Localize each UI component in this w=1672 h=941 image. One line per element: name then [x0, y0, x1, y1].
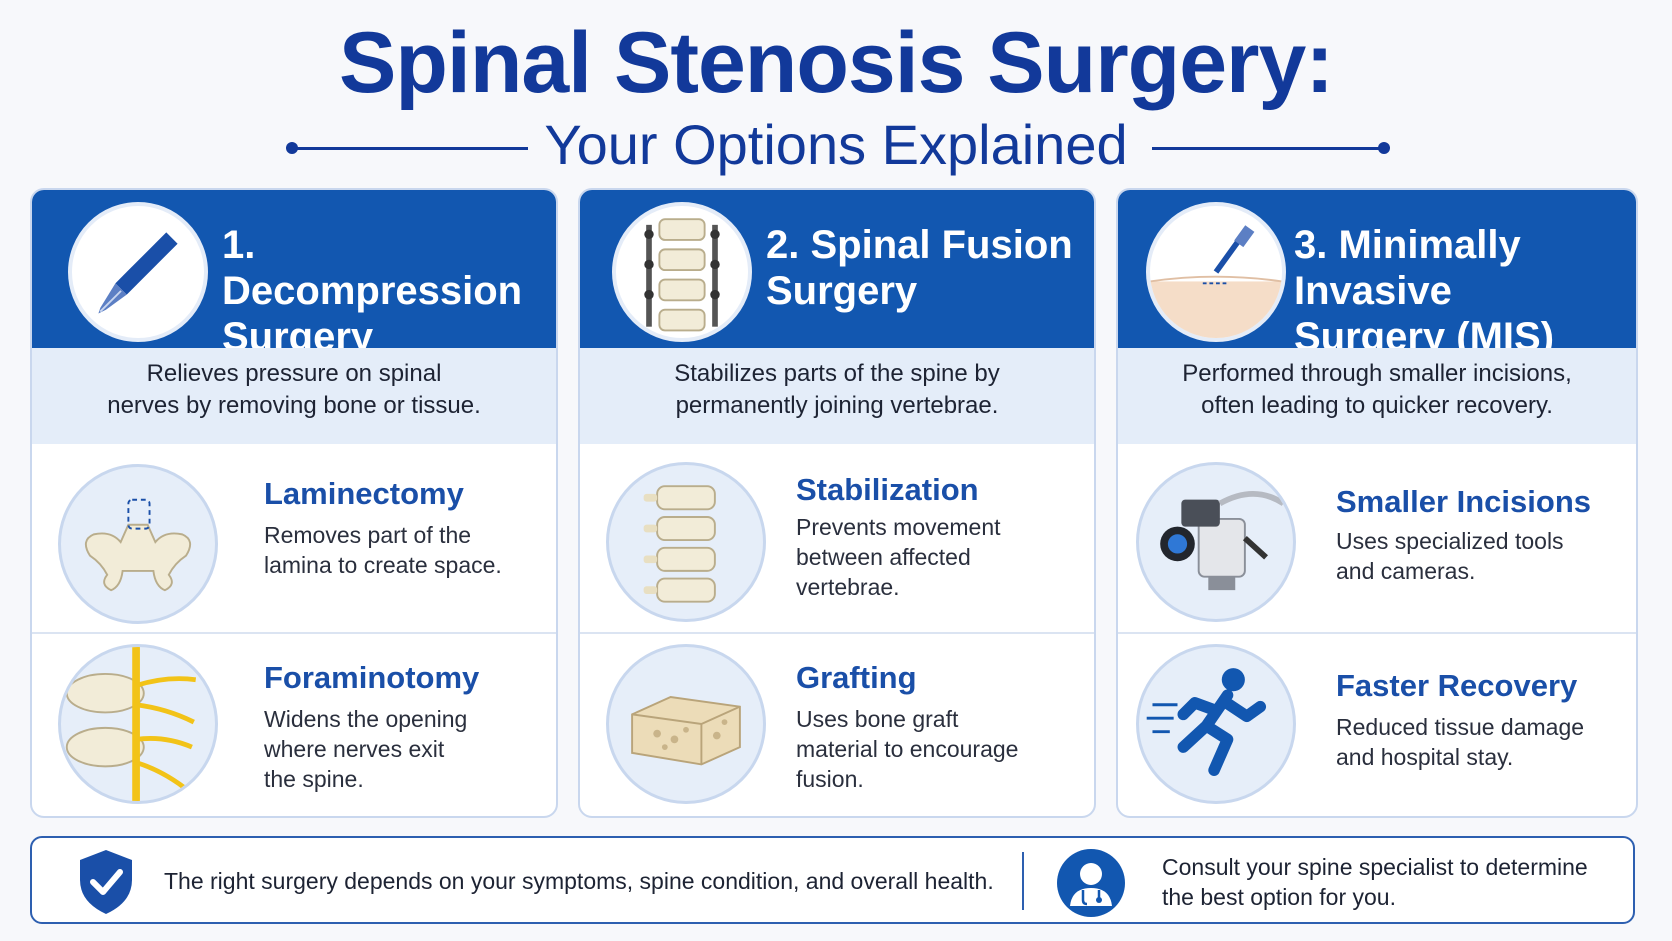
option-item-laminectomy: Laminectomy Removes part of the lamina t…	[32, 446, 556, 632]
card-title: 2. Spinal Fusion Surgery	[766, 223, 1073, 313]
option-item-grafting: Grafting Uses bone graft material to enc…	[580, 632, 1094, 816]
subtitle-right-rule	[1152, 147, 1384, 150]
subtitle-left-rule	[292, 147, 528, 150]
option-item-stabilization: Stabilization Prevents movement between …	[580, 446, 1094, 632]
item-text: Prevents movement between affected verte…	[796, 514, 1001, 600]
card-decompression: 1. Decompression Surgery Relieves pressu…	[30, 188, 558, 818]
item-text: Removes part of the lamina to create spa…	[264, 522, 502, 578]
item-title: Foraminotomy	[264, 660, 480, 695]
incision-icon	[1146, 202, 1286, 342]
option-item-faster-recovery: Faster Recovery Reduced tissue damage an…	[1118, 632, 1636, 816]
item-text: Widens the opening where nerves exit the…	[264, 706, 468, 792]
card-description: Stabilizes parts of the spine by permane…	[580, 348, 1094, 444]
option-item-smaller-incisions: Smaller Incisions Uses specialized tools…	[1118, 446, 1636, 632]
card-header: 2. Spinal Fusion Surgery	[580, 190, 1094, 348]
card-title: 3. Minimally Invasive Surgery (MIS)	[1294, 223, 1555, 359]
subtitle-right-dot	[1378, 142, 1390, 154]
subtitle-row: Your Options Explained	[0, 112, 1672, 182]
card-header: 3. Minimally Invasive Surgery (MIS)	[1118, 190, 1636, 359]
nerve-root-icon	[58, 644, 218, 804]
item-title: Laminectomy	[264, 476, 464, 511]
fused-spine-icon	[612, 202, 752, 342]
surgical-camera-icon	[1136, 462, 1296, 622]
page-subtitle: Your Options Explained	[544, 113, 1128, 176]
shield-check-icon	[80, 850, 132, 914]
item-text: Uses specialized tools and cameras.	[1336, 528, 1564, 584]
card-title: 1. Decompression Surgery	[222, 223, 523, 359]
card-spinal-fusion: 2. Spinal Fusion Surgery Stabilizes part…	[578, 188, 1096, 818]
item-title: Grafting	[796, 660, 917, 695]
card-minimally-invasive: 3. Minimally Invasive Surgery (MIS) Perf…	[1116, 188, 1638, 818]
item-text: Reduced tissue damage and hospital stay.	[1336, 714, 1585, 770]
footer-consult-note: Consult your spine specialist to determi…	[1162, 854, 1588, 910]
footer-divider	[1022, 852, 1024, 910]
vertebra-lamina-icon	[58, 464, 218, 624]
card-header: 1. Decompression Surgery	[32, 190, 556, 359]
page-title: Spinal Stenosis Surgery:	[339, 15, 1334, 111]
item-title: Stabilization	[796, 472, 979, 507]
option-item-foraminotomy: Foraminotomy Widens the opening where ne…	[32, 632, 556, 816]
vertebrae-stack-icon	[606, 462, 766, 622]
bone-graft-icon	[606, 644, 766, 804]
item-title: Faster Recovery	[1336, 668, 1578, 703]
doctor-icon	[1057, 849, 1125, 917]
item-title: Smaller Incisions	[1336, 484, 1591, 519]
card-description: Relieves pressure on spinal nerves by re…	[32, 348, 556, 444]
scalpel-icon	[68, 202, 208, 342]
running-person-icon	[1136, 644, 1296, 804]
card-description: Performed through smaller incisions, oft…	[1118, 348, 1636, 444]
footer-disclaimer: The right surgery depends on your sympto…	[164, 868, 994, 894]
item-text: Uses bone graft material to encourage fu…	[796, 706, 1019, 792]
footer-note: The right surgery depends on your sympto…	[30, 836, 1635, 924]
